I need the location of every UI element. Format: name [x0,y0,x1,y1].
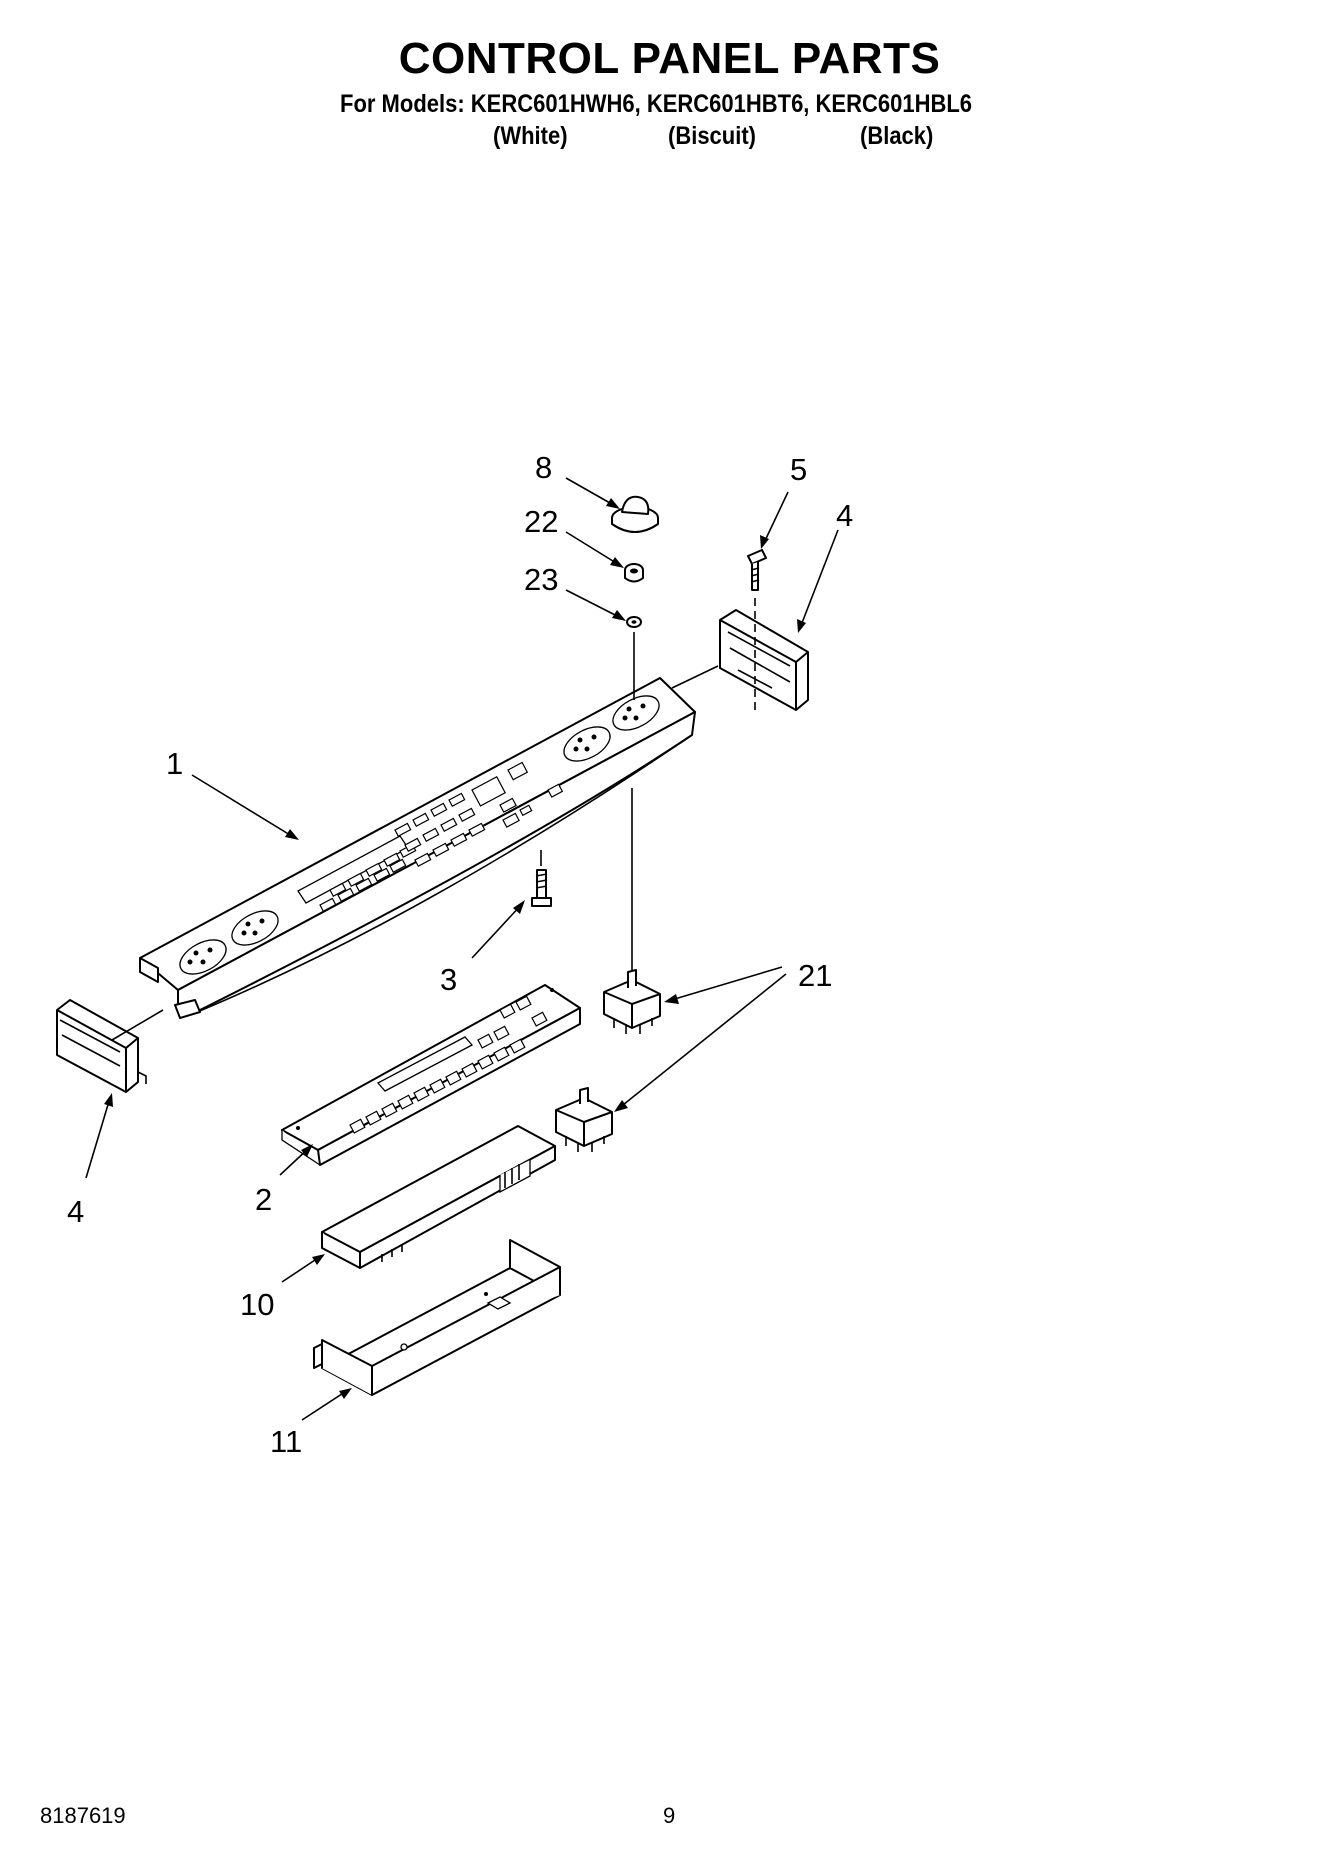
callout-21: 21 [798,958,832,993]
callout-10: 10 [240,1287,274,1322]
nut-22 [624,563,644,583]
mounting-bracket-11 [313,1239,561,1396]
callout-23: 23 [524,562,558,597]
end-cap-right [719,609,809,711]
callout-22: 22 [524,504,558,539]
callout-4-left: 4 [67,1194,84,1229]
end-cap-left [56,999,147,1093]
knob-socket [563,726,611,762]
knob-socket [612,695,660,731]
callout-5: 5 [790,452,807,487]
electronic-module-10 [321,1125,556,1269]
screw-3 [531,869,552,907]
callout-11: 11 [270,1424,302,1459]
callout-4-right: 4 [836,498,853,533]
knob-socket [231,910,279,946]
knob-socket [179,939,227,975]
callout-1: 1 [166,746,183,781]
color-black: (Black) [860,122,934,150]
knob-8 [611,495,659,533]
switch-21-lower [555,1087,613,1152]
keypad-buttons [319,761,564,912]
control-panel-console [139,677,696,1019]
screw-5 [747,549,767,591]
color-white: (White) [493,122,568,150]
page-title: CONTROL PANEL PARTS [398,34,941,83]
leader-lines [85,477,839,1421]
models-line: For Models: KERC601HWH6, KERC601HBT6, KE… [340,90,973,118]
page-number: 9 [663,1803,676,1828]
callout-3: 3 [440,962,457,997]
switch-21-upper [603,969,661,1034]
document-number: 8187619 [40,1803,126,1828]
callout-8: 8 [535,450,552,485]
callout-2: 2 [255,1182,272,1217]
color-biscuit: (Biscuit) [668,122,756,150]
washer-23 [626,616,642,628]
control-board-2 [281,984,581,1166]
